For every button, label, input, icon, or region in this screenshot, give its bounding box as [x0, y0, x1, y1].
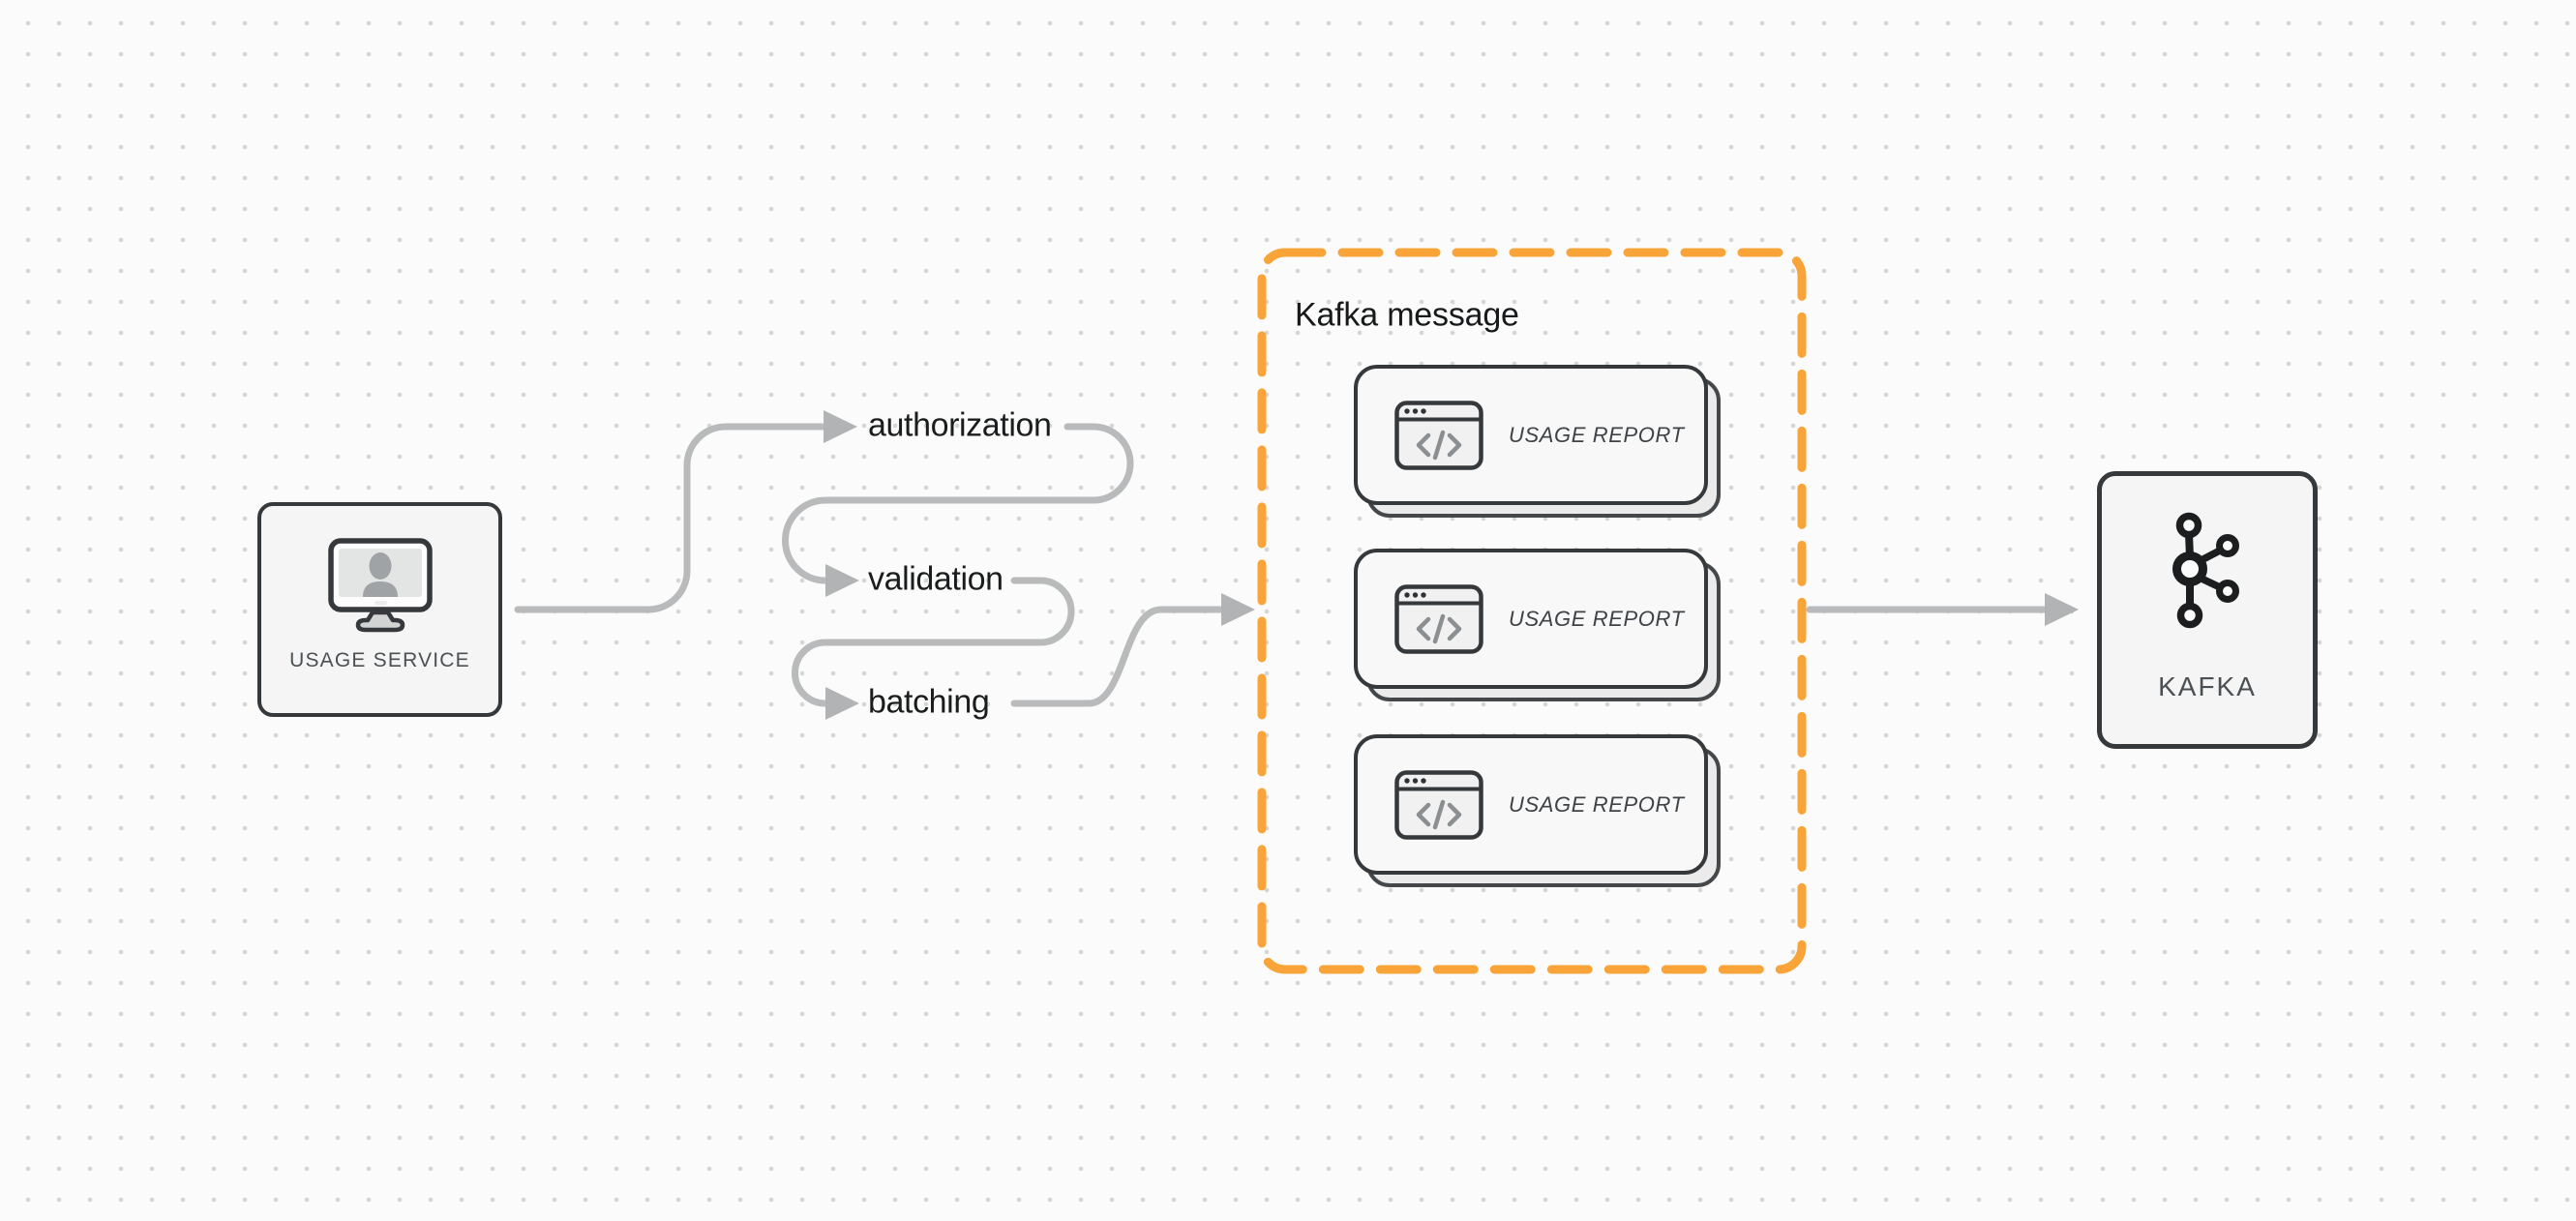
arrow-authorization-to-validation	[782, 423, 1134, 584]
flow-step-authorization: authorization	[868, 406, 1052, 444]
usage-report-card: USAGE REPORT	[1354, 734, 1708, 875]
arrowhead-group	[1221, 593, 1255, 626]
arrow-validation-to-batching	[792, 577, 1075, 707]
usage-service-node: USAGE SERVICE	[257, 502, 502, 717]
flow-step-validation: validation	[868, 560, 1003, 598]
code-window-icon	[1394, 583, 1483, 654]
arrowhead-authorization	[824, 410, 857, 443]
arrow-batching-to-group	[1010, 606, 1224, 707]
flow-step-batching: batching	[868, 683, 990, 721]
usage-report-card: USAGE REPORT	[1354, 549, 1708, 689]
usage-report-label: USAGE REPORT	[1509, 606, 1685, 631]
usage-report-label: USAGE REPORT	[1509, 422, 1685, 447]
arrow-usage-to-authorization	[514, 423, 826, 613]
kafka-logo-icon	[2172, 512, 2239, 629]
usage-report-card: USAGE REPORT	[1354, 365, 1708, 505]
usage-service-label: USAGE SERVICE	[289, 649, 470, 671]
usage-report-card-stack: USAGE REPORT	[1354, 365, 1721, 518]
arrowhead-validation	[825, 564, 859, 597]
kafka-label: KAFKA	[2158, 671, 2257, 701]
user-monitor-icon	[327, 538, 433, 633]
kafka-message-group-title: Kafka message	[1295, 296, 1519, 334]
kafka-message-group-border	[1257, 248, 1807, 974]
usage-report-card-stack: USAGE REPORT	[1354, 549, 1721, 701]
arrowhead-batching	[825, 687, 859, 720]
arrowhead-kafka	[2045, 593, 2079, 626]
code-window-icon	[1394, 769, 1483, 840]
kafka-node: KAFKA	[2097, 471, 2318, 749]
code-window-icon	[1394, 400, 1483, 470]
usage-report-card-stack: USAGE REPORT	[1354, 734, 1721, 887]
usage-report-label: USAGE REPORT	[1509, 791, 1685, 817]
